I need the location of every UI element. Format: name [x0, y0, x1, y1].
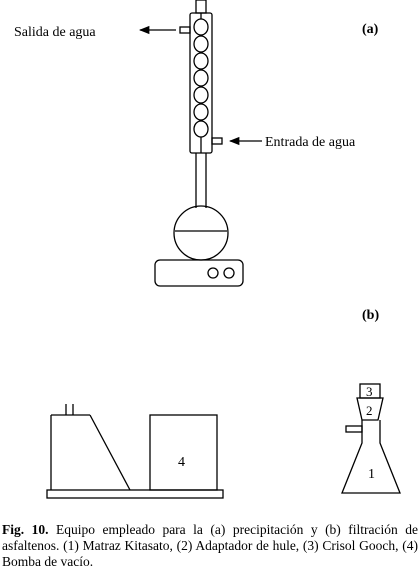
condenser-jacket	[189, 12, 213, 154]
condenser-bulbs	[193, 13, 209, 153]
panel-b-tag: (b)	[362, 308, 379, 323]
apparatus-diagram: Salida de agua Entrada de agua (a) (b) 4…	[14, 0, 401, 499]
part-2-label: 2	[366, 403, 373, 418]
knob-right	[223, 267, 235, 279]
water-inlet-port	[211, 137, 223, 145]
reflux-setup	[154, 0, 244, 287]
pump-body	[149, 414, 218, 491]
kitasato-flask-assembly	[341, 383, 401, 494]
part-3-label: 3	[366, 384, 373, 399]
figure-caption: Fig. 10. Equipo empleado para la (a) pre…	[2, 522, 418, 570]
condenser-top-tube	[195, 0, 207, 14]
water-in-label: Entrada de agua	[265, 135, 356, 150]
vacuum-pump	[46, 404, 224, 499]
kitasato-flask	[341, 420, 401, 494]
water-out-label: Salida de agua	[14, 25, 96, 40]
panel-a-tag: (a)	[362, 22, 379, 37]
part-1-label: 1	[368, 467, 375, 482]
heating-plate	[154, 259, 244, 287]
part-4-label: 4	[178, 455, 185, 470]
knob-left	[207, 267, 219, 279]
base-platform	[46, 489, 224, 499]
side-arm	[345, 425, 363, 433]
water-outlet-port	[179, 26, 191, 34]
rubber-adapter	[356, 397, 384, 421]
round-bottom-flask	[173, 205, 229, 261]
caption-label: Fig. 10.	[2, 522, 49, 537]
caption-text: Equipo empleado para la (a) precipitació…	[2, 522, 419, 569]
